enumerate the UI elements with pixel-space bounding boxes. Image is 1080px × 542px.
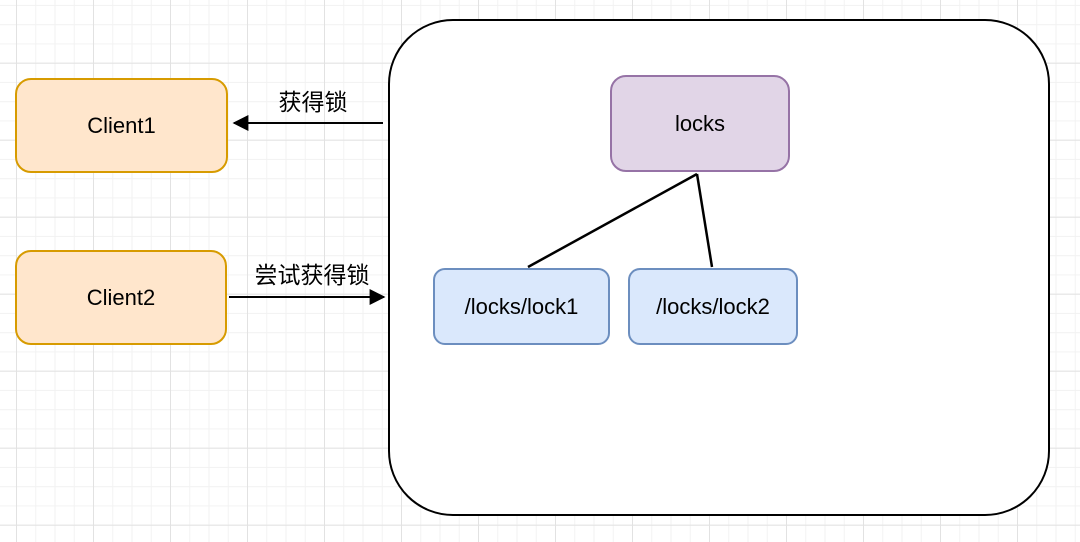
client2-label: Client2 [86, 284, 156, 310]
lock2-node: /locks/lock2 [628, 268, 798, 345]
try-acquire-lock-label: 尝试获得锁 [254, 262, 370, 288]
acquire-lock-label: 获得锁 [278, 89, 348, 115]
client1-label: Client1 [87, 112, 156, 138]
lock1-node: /locks/lock1 [433, 268, 610, 345]
locks-root-label: locks [674, 110, 726, 136]
client1-node: Client1 [15, 78, 228, 173]
locks-root-node: locks [610, 75, 790, 172]
lock1-label: /locks/lock1 [464, 293, 579, 319]
client2-node: Client2 [15, 250, 227, 345]
lock2-label: /locks/lock2 [656, 293, 770, 319]
